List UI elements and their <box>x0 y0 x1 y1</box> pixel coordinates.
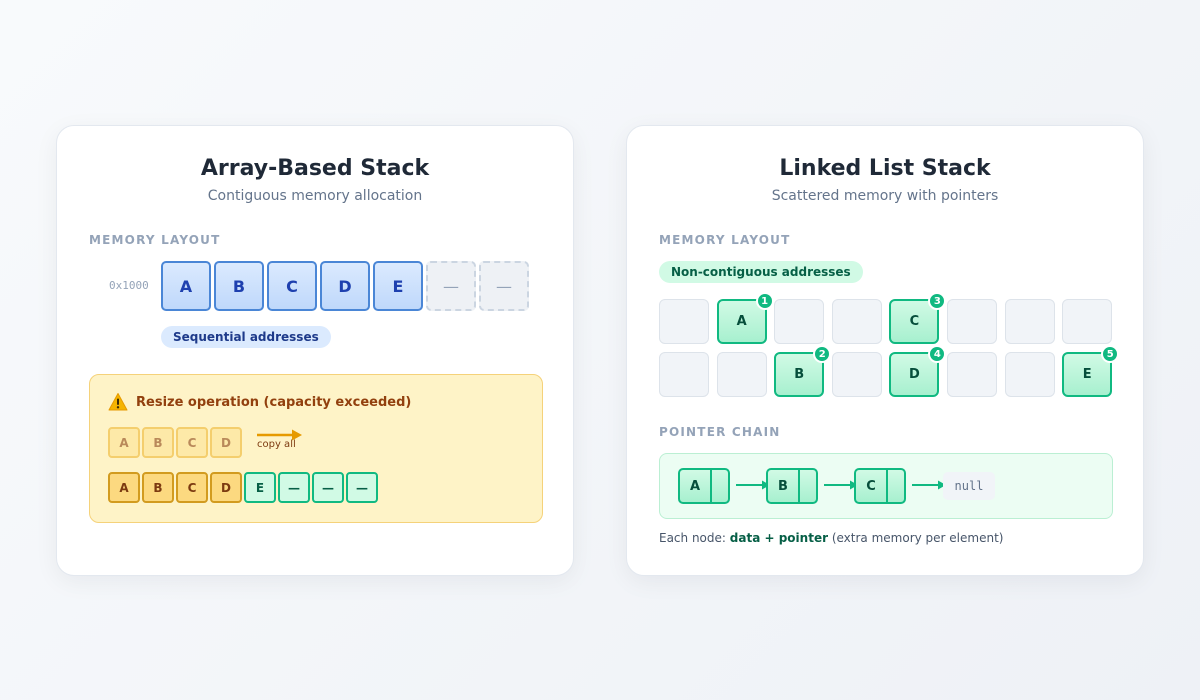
non-contiguous-addresses-badge: Non-contiguous addresses <box>659 261 863 283</box>
sequential-addresses-badge: Sequential addresses <box>161 326 331 348</box>
memory-slot-empty <box>831 352 882 397</box>
memory-slot-empty <box>947 299 997 344</box>
array-cell: D <box>320 261 370 311</box>
memory-node-label: A <box>736 314 747 329</box>
base-address-label: 0x1000 <box>109 279 149 292</box>
memory-slot-empty <box>659 352 709 397</box>
linked-stack-subtitle: Scattered memory with pointers <box>771 188 999 204</box>
new-array-cell: A <box>108 472 140 503</box>
memory-node-label: C <box>909 314 920 329</box>
chain-node-pointer <box>712 470 728 502</box>
linked-stack-card: Linked List Stack Scattered memory with … <box>626 125 1144 576</box>
array-stack-card: Array-Based Stack Contiguous memory allo… <box>56 125 574 576</box>
chain-node-data: A <box>680 470 712 502</box>
node-order-badge: 4 <box>928 345 947 363</box>
linked-memory-layout-label: MEMORY LAYOUT <box>659 233 791 247</box>
array-cell: A <box>161 261 211 311</box>
memory-node-label: B <box>794 367 805 382</box>
new-array-cell-added: E <box>244 472 276 503</box>
resize-operation-title: Resize operation (capacity exceeded) <box>136 395 412 410</box>
array-cell: B <box>214 261 264 311</box>
chain-node: C <box>854 468 906 504</box>
memory-slot-empty <box>947 352 997 397</box>
new-array-cell: C <box>176 472 208 503</box>
chain-node: B <box>766 468 818 504</box>
memory-slot-empty <box>831 299 882 344</box>
node-order-badge: 5 <box>1101 345 1120 363</box>
memory-slot-empty <box>1004 352 1055 397</box>
memory-node-label: D <box>908 367 920 382</box>
new-array-cell-added: — <box>312 472 344 503</box>
new-array-cell-added: — <box>278 472 310 503</box>
node-memory-note: Each node: data + pointer (extra memory … <box>659 531 1003 545</box>
old-array-cell: C <box>176 427 208 458</box>
memory-slot-empty <box>1004 299 1055 344</box>
memory-slot-empty <box>774 299 825 344</box>
memory-slot-empty <box>659 299 709 344</box>
node-order-badge: 1 <box>755 292 774 310</box>
chain-node: A <box>678 468 730 504</box>
pointer-chain-panel: A B C null <box>659 453 1113 519</box>
chain-node-pointer <box>800 470 816 502</box>
array-stack-title: Array-Based Stack <box>200 156 430 181</box>
memory-slot-empty <box>716 352 767 397</box>
old-array-cell: D <box>210 427 242 458</box>
memory-slot-empty <box>1062 299 1113 344</box>
array-memory-layout-label: MEMORY LAYOUT <box>89 233 221 247</box>
chain-node-data: B <box>768 470 800 502</box>
array-cell: E <box>373 261 423 311</box>
null-terminator: null <box>943 472 995 500</box>
array-stack-subtitle: Contiguous memory allocation <box>207 188 423 204</box>
pointer-chain-label: POINTER CHAIN <box>659 425 781 439</box>
old-array-cell: B <box>142 427 174 458</box>
memory-node-label: E <box>1082 367 1092 382</box>
warning-icon <box>108 393 128 411</box>
new-array-cell: B <box>142 472 174 503</box>
copy-all-label: copy all <box>257 439 296 450</box>
new-array-cell-added: — <box>346 472 378 503</box>
chain-node-pointer <box>888 470 904 502</box>
array-cell-empty: — <box>426 261 476 311</box>
old-array-cell: A <box>108 427 140 458</box>
copy-arrow-icon <box>257 429 302 441</box>
chain-node-data: C <box>856 470 888 502</box>
array-cell: C <box>267 261 317 311</box>
node-order-badge: 2 <box>813 345 832 363</box>
note-prefix: Each node: <box>659 531 726 545</box>
node-order-badge: 3 <box>928 292 947 310</box>
note-suffix: (extra memory per element) <box>831 531 1004 545</box>
note-emphasis: data + pointer <box>729 531 828 545</box>
array-cell-empty: — <box>479 261 529 311</box>
linked-stack-title: Linked List Stack <box>779 156 991 181</box>
pointer-arrow-icon <box>912 480 946 490</box>
new-array-cell: D <box>210 472 242 503</box>
